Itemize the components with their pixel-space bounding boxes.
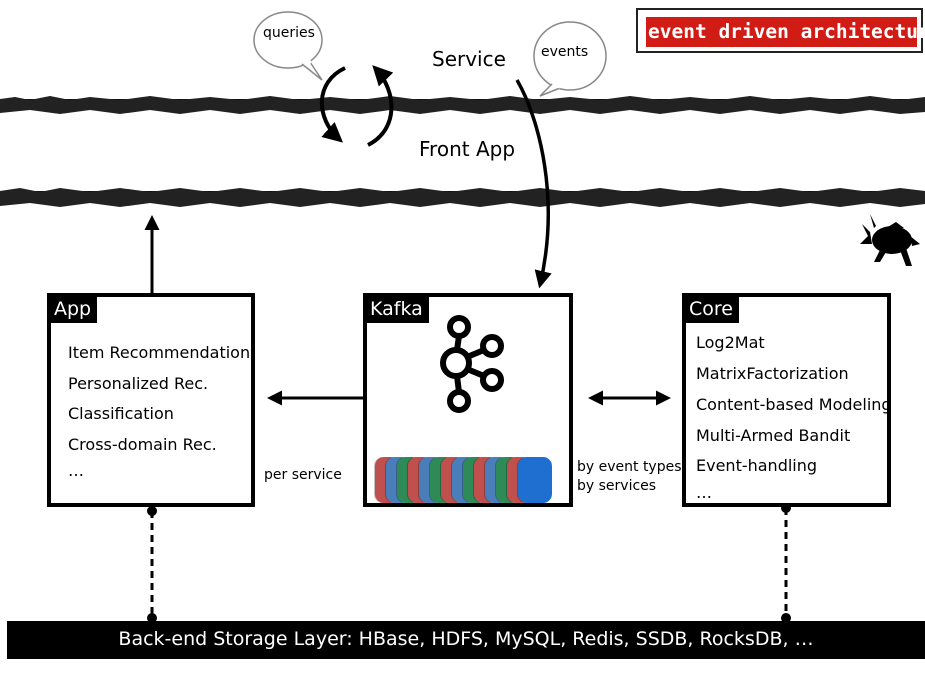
title-badge: event driven architecture — [636, 8, 925, 53]
bull-icon — [860, 214, 920, 266]
storage-layer: Back-end Storage Layer: HBase, HDFS, MyS… — [7, 621, 925, 659]
core-storage-connector — [781, 503, 791, 623]
core-box: Core Log2Mat MatrixFactorization Content… — [682, 293, 892, 507]
service-layer-label: Service — [432, 47, 506, 71]
front-app-layer-label: Front App — [419, 137, 516, 161]
core-item: … — [696, 483, 712, 502]
kafka-box: Kafka — [363, 293, 573, 507]
app-item: Item Recommendation — [68, 343, 251, 362]
service-layer-bar — [0, 96, 925, 114]
core-item: Log2Mat — [696, 333, 765, 352]
partition-bar — [518, 457, 552, 503]
app-item: Classification — [68, 404, 174, 423]
events-arrow — [515, 79, 552, 289]
kafka-box-title: Kafka — [367, 297, 429, 323]
per-service-label: per service — [264, 467, 342, 483]
core-item: Event-handling — [696, 456, 818, 475]
events-bubble — [533, 21, 607, 97]
queries-bubble — [253, 11, 323, 81]
app-item: Cross-domain Rec. — [68, 435, 217, 454]
queries-label: queries — [263, 25, 315, 41]
by-services-label: by services — [577, 478, 657, 494]
core-item: Content-based Modeling — [696, 395, 892, 414]
kafka-logo-icon — [440, 315, 504, 413]
app-box-title: App — [51, 297, 98, 323]
query-arrow-up — [367, 65, 394, 147]
query-arrow-down — [319, 66, 346, 143]
events-label: events — [541, 44, 589, 60]
front-app-layer-bar — [0, 188, 925, 207]
core-item: MatrixFactorization — [696, 364, 849, 383]
title-text: event driven architecture — [646, 17, 925, 47]
kafka-partitions — [375, 457, 563, 503]
app-item: Personalized Rec. — [68, 374, 209, 393]
app-item: … — [68, 461, 84, 480]
core-box-title: Core — [686, 297, 739, 323]
by-event-types-label: by event types — [577, 459, 682, 475]
app-box: App Item Recommendation Personalized Rec… — [47, 293, 255, 507]
core-item: Multi-Armed Bandit — [696, 426, 851, 445]
app-storage-connector — [147, 506, 157, 623]
